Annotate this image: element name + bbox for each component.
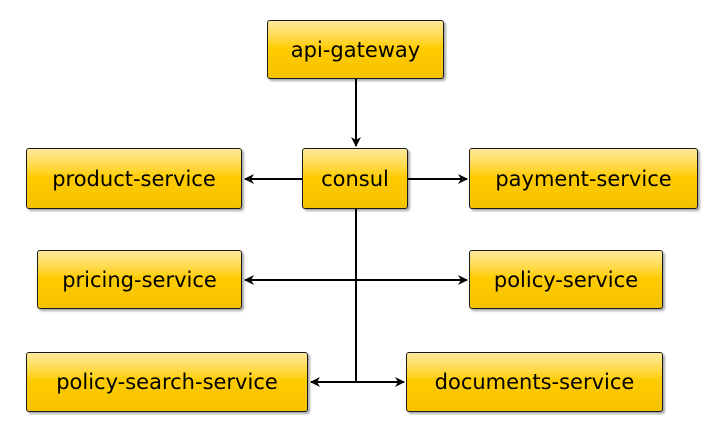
node-policy-search-service: policy-search-service <box>26 352 308 412</box>
node-api-gateway: api-gateway <box>267 20 444 79</box>
node-label: api-gateway <box>290 37 421 62</box>
node-label: documents-service <box>434 370 635 394</box>
node-label: payment-service <box>495 166 672 191</box>
node-consul: consul <box>302 148 408 209</box>
node-pricing-service: pricing-service <box>37 250 242 309</box>
node-product-service: product-service <box>26 148 242 209</box>
node-payment-service: payment-service <box>469 148 698 209</box>
node-label: consul <box>321 166 389 191</box>
node-label: pricing-service <box>62 267 217 292</box>
node-label: policy-service <box>493 267 639 292</box>
node-label: product-service <box>52 166 216 191</box>
node-label: policy-search-service <box>56 370 278 394</box>
node-policy-service: policy-service <box>469 250 663 309</box>
node-documents-service: documents-service <box>406 352 663 412</box>
